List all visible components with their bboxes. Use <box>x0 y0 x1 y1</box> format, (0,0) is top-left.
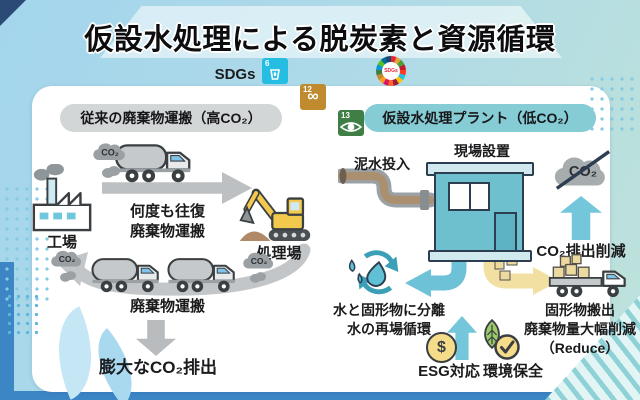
left-bottom-caption: 廃棄物運搬 <box>129 298 205 315</box>
dot-grid-right <box>587 74 635 136</box>
co2-reduction-label: CO₂排出削減 <box>536 243 626 260</box>
solids-arrow-head <box>533 267 559 295</box>
solids-caption-line1: 固形物搬出 <box>545 302 615 318</box>
left-result-label: 膨大なCO₂排出 <box>98 358 218 377</box>
solids-caption-line2: 廃棄物量大幅削減 <box>524 321 636 337</box>
esg-label: ESG対応 <box>418 363 480 380</box>
sdg-13-icon: 13 <box>338 110 364 136</box>
onsite-setup-label: 現場設置 <box>454 143 510 159</box>
corner-triangle-navy <box>0 0 26 26</box>
sdgs-wheel-icon: SDGs <box>376 56 406 86</box>
tanker-truck-icon <box>91 258 159 293</box>
infinity-glyph: ∞ <box>307 88 319 105</box>
right-panel-header-label: 仮設水処理プラント（低CO₂） <box>382 110 578 126</box>
dot-grid-bottom-left <box>5 292 43 338</box>
title-backdrop <box>100 6 562 58</box>
left-panel-header-label: 従来の廃棄物運搬（高CO₂） <box>80 110 262 126</box>
mud-input-label: 泥水投入 <box>354 156 410 172</box>
sdgs-wheel-label: SDGs <box>384 68 398 74</box>
co2-crossed-cloud-icon: CO₂ <box>554 150 611 190</box>
flatbed-truck-icon <box>548 254 626 298</box>
co2-cloud-icon: CO₂ <box>243 252 274 269</box>
sdg-6-number: 6 <box>265 59 270 68</box>
page-title: 仮設水処理による脱炭素と資源循環 <box>84 24 556 56</box>
co2-cloud-label: CO₂ <box>251 256 268 266</box>
left-panel-header: 従来の廃棄物運搬（高CO₂） <box>60 104 282 132</box>
sdg-12-number: 12 <box>303 85 312 94</box>
inlet-pipe-icon <box>338 168 438 210</box>
factory-label: 工場 <box>46 234 77 251</box>
dollar-coin-icon: $ <box>426 332 457 363</box>
eco-leaf-icon <box>484 318 500 350</box>
sdgs-label: SDGs <box>214 66 256 83</box>
separation-caption-line2: 水の再場循環 <box>347 321 431 337</box>
sdg-6-icon: 6 <box>262 58 288 84</box>
separation-arrows <box>405 254 559 297</box>
environment-label: 環境保全 <box>482 363 543 380</box>
dollar-symbol: $ <box>437 338 446 356</box>
smoke-puff-icon <box>102 166 120 178</box>
co2-cloud-label: CO₂ <box>59 254 76 264</box>
separation-caption-line1: 水と固形物に分離 <box>333 302 445 318</box>
left-caption-line1: 何度も往復 <box>129 203 205 220</box>
check-circle-icon <box>494 334 520 360</box>
smoke-puff-icon <box>250 272 266 283</box>
co2-cloud-icon: CO₂ <box>93 143 125 161</box>
excavator-icon <box>239 188 311 241</box>
sdg-12-icon: 12 ∞ <box>300 84 326 110</box>
factory-icon <box>32 164 92 232</box>
plant-base <box>428 250 532 262</box>
right-panel-header: 仮設水処理プラント（低CO₂） <box>364 104 596 132</box>
co2-cloud-label: CO₂ <box>101 148 119 158</box>
plant-window <box>448 182 490 211</box>
sdg-13-number: 13 <box>341 111 350 120</box>
tanker-truck-icon <box>167 258 235 293</box>
bottom-edge-bar <box>0 391 640 400</box>
water-arrow-head <box>405 269 431 297</box>
co2-cloud-icon: CO₂ <box>51 250 82 267</box>
solids-caption-line3: （Reduce） <box>540 340 620 356</box>
garbage-truck-icon <box>115 144 191 183</box>
water-recycle-icon <box>348 250 399 295</box>
left-caption-line2: 廃棄物運搬 <box>129 223 205 240</box>
smoke-puff-icon <box>60 271 76 282</box>
